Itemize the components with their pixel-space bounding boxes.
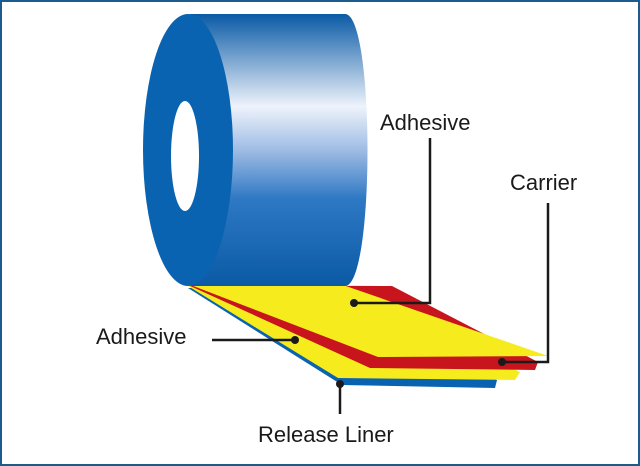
leader-dot-carrier — [498, 358, 506, 366]
label-adhesive-bottom: Adhesive — [96, 324, 187, 349]
leader-dot-top-adhesive — [350, 299, 358, 307]
leader-dot-release-liner — [336, 380, 344, 388]
label-release-liner: Release Liner — [258, 422, 394, 447]
leader-line-carrier — [502, 203, 550, 364]
label-carrier: Carrier — [510, 170, 578, 195]
tape-roll-core-hole — [171, 101, 199, 211]
top-adhesive-layer — [188, 284, 548, 357]
leader-line-top-adhesive — [354, 138, 432, 305]
tape-roll-body — [190, 14, 368, 286]
leader-dot-bottom-adhesive — [291, 336, 299, 344]
label-adhesive-top: Adhesive — [380, 110, 471, 135]
